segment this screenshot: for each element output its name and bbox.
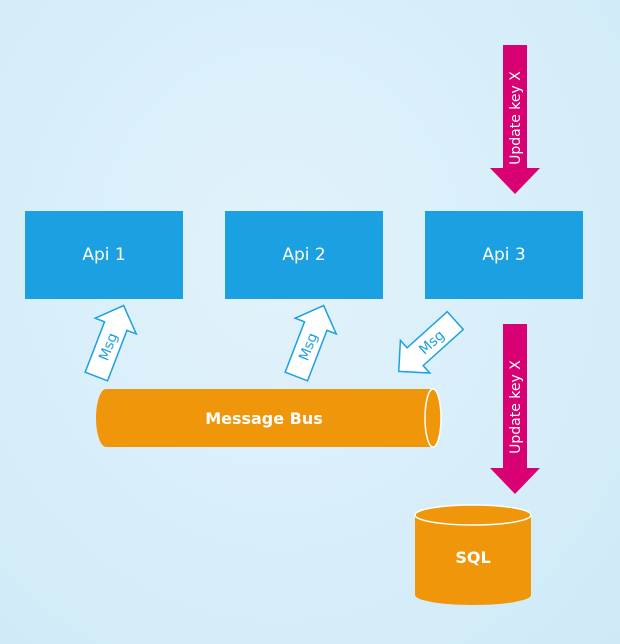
msg-arrow-api1: Msg <box>84 304 138 382</box>
update-arrow-top-label: Update key X <box>508 71 524 165</box>
message-bus-label: Message Bus <box>205 409 323 428</box>
api-2-box: Api 2 <box>225 211 383 299</box>
update-arrow-top: Update key X <box>490 45 540 194</box>
api-3-label: Api 3 <box>482 245 526 265</box>
sql-database-label: SQL <box>455 548 490 567</box>
message-bus: Message Bus <box>96 388 442 448</box>
msg-arrow-api3: Msg <box>397 310 465 374</box>
api-1-label: Api 1 <box>82 245 126 265</box>
update-arrow-bottom-label: Update key X <box>508 360 524 454</box>
api-2-label: Api 2 <box>282 245 326 265</box>
api-1-box: Api 1 <box>25 211 183 299</box>
update-arrow-bottom: Update key X <box>490 324 540 494</box>
sql-database: SQL <box>414 504 532 605</box>
msg-arrow-api2: Msg <box>284 304 338 382</box>
api-3-box: Api 3 <box>425 211 583 299</box>
